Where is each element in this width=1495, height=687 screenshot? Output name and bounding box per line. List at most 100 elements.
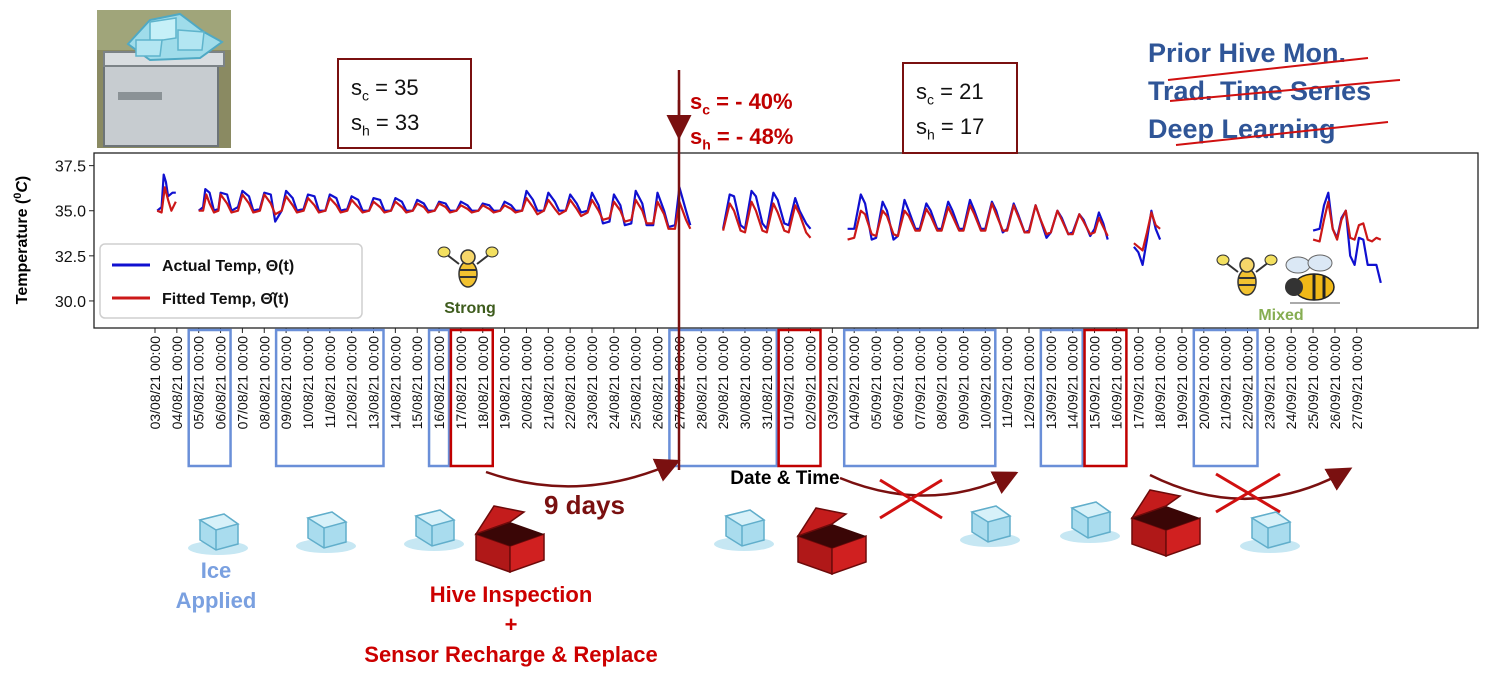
x-tick-label: 03/09/21 00:00 <box>824 336 840 430</box>
ice-applied-box <box>1192 328 1259 468</box>
ice-applied-caption: Ice Applied <box>166 556 266 616</box>
x-tick-label: 05/09/21 00:00 <box>868 336 884 430</box>
strong-label: Strong <box>444 300 496 317</box>
open-box-icon <box>796 507 867 576</box>
ice-cube-icon <box>960 505 1020 547</box>
x-tick-label: 04/08/21 00:00 <box>169 336 185 430</box>
ice-applied-line-1: Ice <box>200 558 232 583</box>
ice-applied-box <box>842 328 997 468</box>
fitted-temp-line <box>1133 211 1161 252</box>
crossed-arrow-1 <box>839 471 1019 497</box>
x-tick-label: 16/09/21 00:00 <box>1108 336 1124 430</box>
x-tick-label: 25/08/21 00:00 <box>628 336 644 430</box>
ice-cube-icon <box>404 509 464 551</box>
ice-applied-box <box>274 328 385 468</box>
fitted-temp-line <box>156 186 177 214</box>
open-box-icon <box>1130 489 1201 558</box>
x-tick-label: 11/08/21 00:00 <box>322 336 338 429</box>
x-tick-label: 18/08/21 00:00 <box>475 336 491 430</box>
x-tick-label: 23/08/21 00:00 <box>584 336 600 430</box>
x-tick-label: 28/08/21 00:00 <box>693 336 709 430</box>
x-axis-ticks: 03/08/21 00:00 04/08/21 00:00 05/08/21 00:… <box>147 328 1365 429</box>
highlight-boxes <box>187 328 1259 468</box>
x-tick-label: 27/09/21 00:00 <box>1349 336 1365 430</box>
sc-value-row: sc = 21 <box>916 79 984 108</box>
x-tick-label: 04/09/21 00:00 <box>846 336 862 430</box>
x-tick-label: 06/09/21 00:00 <box>890 336 906 430</box>
hive-inspection-caption: Hive Inspection + Sensor Recharge & Repl… <box>340 580 682 670</box>
x-tick-label: 22/08/21 00:00 <box>562 336 578 430</box>
x-tick-label: 25/09/21 00:00 <box>1305 336 1321 430</box>
nine-days-arrow <box>485 458 681 488</box>
x-tick-label: 11/09/21 00:00 <box>999 336 1015 429</box>
hive-inspection-box <box>449 328 494 468</box>
sh-value-row: sh = 17 <box>916 114 985 143</box>
struck-method-text: Trad. Time Series <box>1148 76 1372 106</box>
ice-cube-icon <box>296 511 356 553</box>
x-tick-label: 19/08/21 00:00 <box>497 336 513 430</box>
ice-cube-icon <box>1240 511 1300 553</box>
x-tick-label: 14/08/21 00:00 <box>387 336 403 430</box>
y-tick-label: 37.5 <box>55 159 86 176</box>
x-tick-label: 12/08/21 00:00 <box>344 336 360 430</box>
crossed-arrow-2 <box>1149 467 1353 501</box>
x-tick-label: 15/09/21 00:00 <box>1087 336 1103 430</box>
fitted-temp-line <box>1312 200 1382 243</box>
struck-method-text: Deep Learning <box>1148 114 1336 144</box>
y-tick-label: 30.0 <box>55 294 86 311</box>
ice-applied-box <box>187 328 232 468</box>
x-axis-label: Date & Time <box>730 468 839 489</box>
legend: Actual Temp, Θ(t) Fitted Temp, Θ̂(t) <box>99 243 363 319</box>
hive-inspection-box <box>777 328 822 468</box>
ice-applied-box <box>1039 328 1084 468</box>
x-tick-label: 03/08/21 00:00 <box>147 336 163 430</box>
x-tick-label: 16/08/21 00:00 <box>431 336 447 430</box>
ice-cube-icon <box>188 513 248 555</box>
ice-cube-icon <box>1060 501 1120 543</box>
fitted-temp-line <box>847 202 1109 241</box>
x-tick-label: 20/09/21 00:00 <box>1196 336 1212 430</box>
sh-change: - 48% <box>735 124 794 150</box>
y-axis-label: Temperature (0C) <box>12 176 31 305</box>
x-tick-label: 26/08/21 00:00 <box>650 336 666 430</box>
cross-mark-icon <box>1215 472 1281 514</box>
weak-bee-icon <box>1285 254 1340 304</box>
open-box-icon <box>474 505 545 574</box>
ice-applied-box <box>427 328 451 468</box>
sc-change-row: sc = - 40% <box>690 89 793 118</box>
x-tick-label: 13/08/21 00:00 <box>366 336 382 430</box>
ice-cube-icon <box>714 509 774 551</box>
sh-value-row: sh = 33 <box>351 110 420 139</box>
x-tick-label: 17/08/21 00:00 <box>453 336 469 430</box>
sc-change: - 40% <box>735 89 793 114</box>
sh-change-row: sh = - 48% <box>690 124 794 153</box>
x-tick-label: 21/09/21 00:00 <box>1218 336 1234 430</box>
actual-temp-line <box>1312 191 1382 284</box>
struck-method-1: Prior Hive Mon. <box>1148 38 1346 69</box>
hive-inspection-box <box>1083 328 1128 468</box>
strong-bee-icon <box>437 246 499 288</box>
x-tick-label: 17/09/21 00:00 <box>1130 336 1146 430</box>
x-tick-label: 07/08/21 00:00 <box>234 336 250 430</box>
x-tick-label: 21/08/21 00:00 <box>540 336 556 430</box>
score-box-before: sc = 35 sh = 33 <box>337 58 472 149</box>
mixed-label: Mixed <box>1258 307 1303 324</box>
cross-mark-icon <box>879 478 943 520</box>
x-tick-label: 29/08/21 00:00 <box>715 336 731 430</box>
sc-value: 21 <box>959 79 984 104</box>
x-tick-label: 30/08/21 00:00 <box>737 336 753 430</box>
sh-value: 17 <box>959 114 985 140</box>
x-tick-label: 05/08/21 00:00 <box>191 336 207 430</box>
sc-value-row: sc = 35 <box>351 75 419 104</box>
x-tick-label: 13/09/21 00:00 <box>1043 336 1059 430</box>
x-tick-label: 02/09/21 00:00 <box>803 336 819 430</box>
x-tick-label: 18/09/21 00:00 <box>1152 336 1168 430</box>
x-tick-label: 01/09/21 00:00 <box>781 336 797 430</box>
x-tick-label: 31/08/21 00:00 <box>759 336 775 430</box>
x-tick-label: 22/09/21 00:00 <box>1240 336 1256 430</box>
nine-days-label: 9 days <box>544 490 625 520</box>
x-tick-label: 24/09/21 00:00 <box>1283 336 1299 430</box>
x-tick-label: 14/09/21 00:00 <box>1065 336 1081 430</box>
change-annotation: sc = - 40% sh = - 48% <box>690 88 793 159</box>
